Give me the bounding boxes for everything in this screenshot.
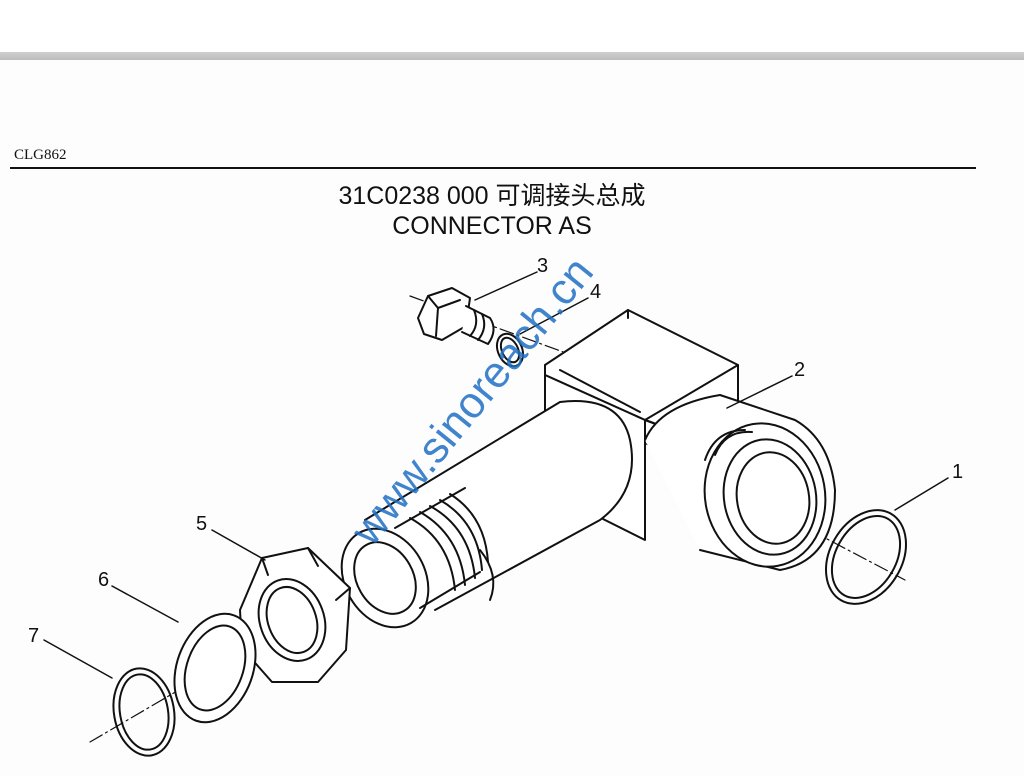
toolbar-area <box>0 0 1024 52</box>
callout-5: 5 <box>196 513 207 535</box>
model-code: CLG862 <box>14 147 67 163</box>
bolt <box>417 287 495 345</box>
leader-line-5 <box>211 529 266 561</box>
callout-4: 4 <box>590 281 601 303</box>
o-ring <box>112 667 176 757</box>
o-ring-small <box>495 332 525 368</box>
leader-line-7 <box>43 639 113 679</box>
title-en: CONNECTOR AS <box>392 212 592 240</box>
callout-2: 2 <box>794 359 805 381</box>
hex-nut <box>239 547 351 683</box>
leader-line-6 <box>111 585 179 623</box>
leader-line-1 <box>894 477 949 511</box>
title-cn: 31C0238 000 可调接头总成 <box>338 182 646 210</box>
o-ring-large <box>825 509 907 605</box>
elbow-connector-body <box>340 309 836 629</box>
leader-line-3 <box>474 271 538 301</box>
header-rule <box>10 167 976 169</box>
viewer-divider <box>0 52 1024 60</box>
leader-line-4 <box>519 297 589 335</box>
callout-7: 7 <box>28 625 39 647</box>
callout-1: 1 <box>952 461 963 483</box>
document-page <box>0 60 1024 776</box>
callout-6: 6 <box>98 569 109 591</box>
callout-3: 3 <box>537 255 548 277</box>
leader-line-2 <box>726 375 793 409</box>
washer <box>173 612 257 724</box>
